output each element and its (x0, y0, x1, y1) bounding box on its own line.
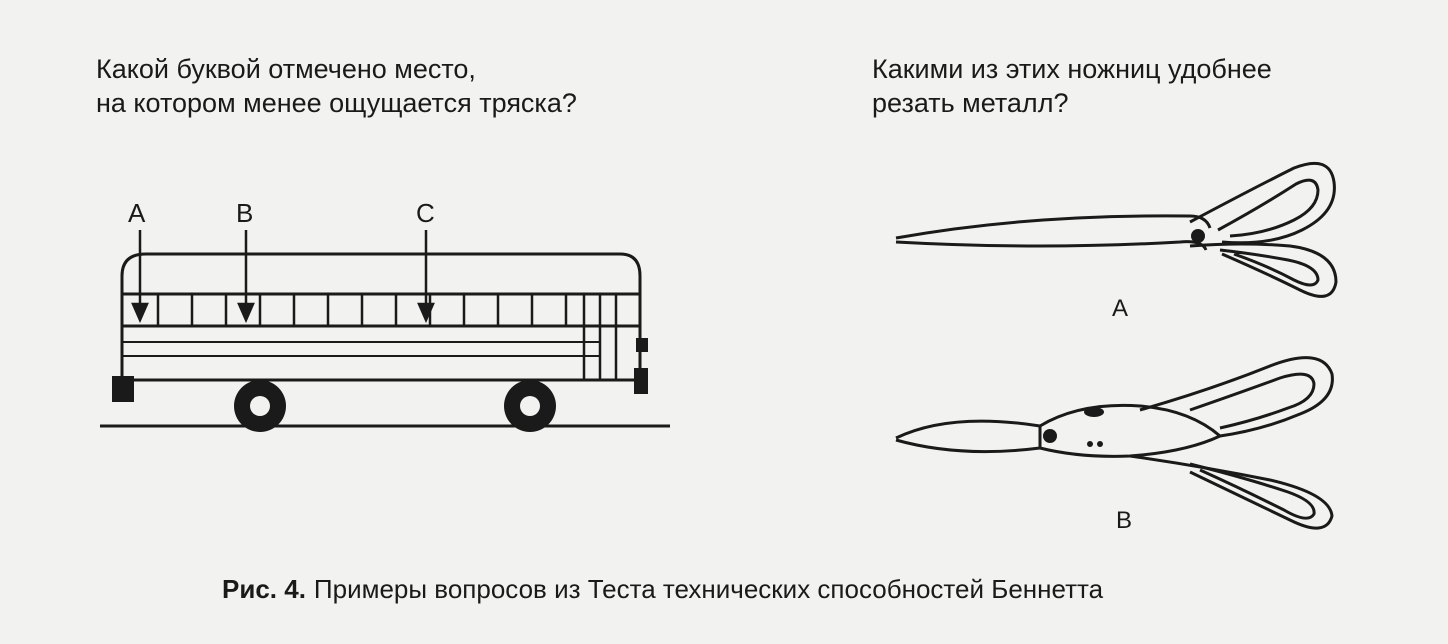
scissors-b-illustration: B (895, 356, 1334, 534)
bus-body (120, 252, 642, 380)
marker-a-label: A (128, 198, 146, 228)
front-wheel (504, 380, 556, 432)
scissors-b-rivet-2 (1087, 441, 1093, 447)
question-1-line-1: Какой буквой отмечено место, (96, 54, 476, 84)
scissors-a-pivot (1191, 229, 1205, 243)
marker-a-arrow-head (131, 302, 149, 324)
scissors-a-lower-handle-inner (1219, 248, 1320, 287)
scissors-a-illustration: A (895, 161, 1338, 320)
marker-c-label: C (416, 198, 435, 228)
question-2-line-2: резать металл? (872, 88, 1069, 118)
caption-label: Рис. 4. (222, 574, 306, 604)
marker-b-label: B (236, 198, 253, 228)
scissors-b-jaw (1038, 403, 1223, 458)
scissors-a-upper-handle-inner (1217, 178, 1320, 238)
question-2-line-1: Какими из этих ножниц удобнее (872, 54, 1272, 84)
scissors-b-rivet-3 (1097, 441, 1103, 447)
scissors-b-upper-handle (1139, 356, 1334, 438)
rear-wheel (234, 380, 286, 432)
scissors-a-upper-handle (1189, 161, 1336, 245)
scissors-b-lower-handle-inner (1189, 462, 1316, 520)
rear-bumper (112, 376, 134, 402)
head-light (636, 338, 648, 352)
marker-b-arrow-head (237, 302, 255, 324)
marker-c-arrow-head (417, 302, 435, 324)
scissors-b-rivet-1 (1084, 407, 1104, 417)
scissors-b-upper-blade (895, 419, 1041, 440)
front-bumper (634, 368, 648, 394)
figure-caption: Рис. 4.Примеры вопросов из Теста техниче… (222, 574, 1103, 605)
window-dividers (156, 294, 568, 326)
scissors-b-upper-handle-inner (1189, 372, 1316, 430)
scissors-b-pivot (1043, 429, 1057, 443)
bus-door (582, 294, 618, 380)
caption-text: Примеры вопросов из Теста технических сп… (313, 574, 1104, 604)
question-2-text: Какими из этих ножниц удобнее резать мет… (872, 52, 1432, 120)
scissors-b-lower-blade (895, 438, 1041, 454)
bus-illustration: A B C (100, 198, 670, 432)
scissors-b-label: B (1116, 507, 1132, 534)
scissors-a-upper-blade (895, 214, 1212, 240)
question-1-line-2: на котором менее ощущается тряска? (96, 88, 577, 118)
question-1-text: Какой буквой отмечено место, на котором … (96, 52, 736, 120)
scissors-a-label: A (1112, 295, 1128, 320)
scissors-a-lower-handle (1189, 242, 1338, 298)
scissors-a-lower-blade (895, 240, 1208, 251)
